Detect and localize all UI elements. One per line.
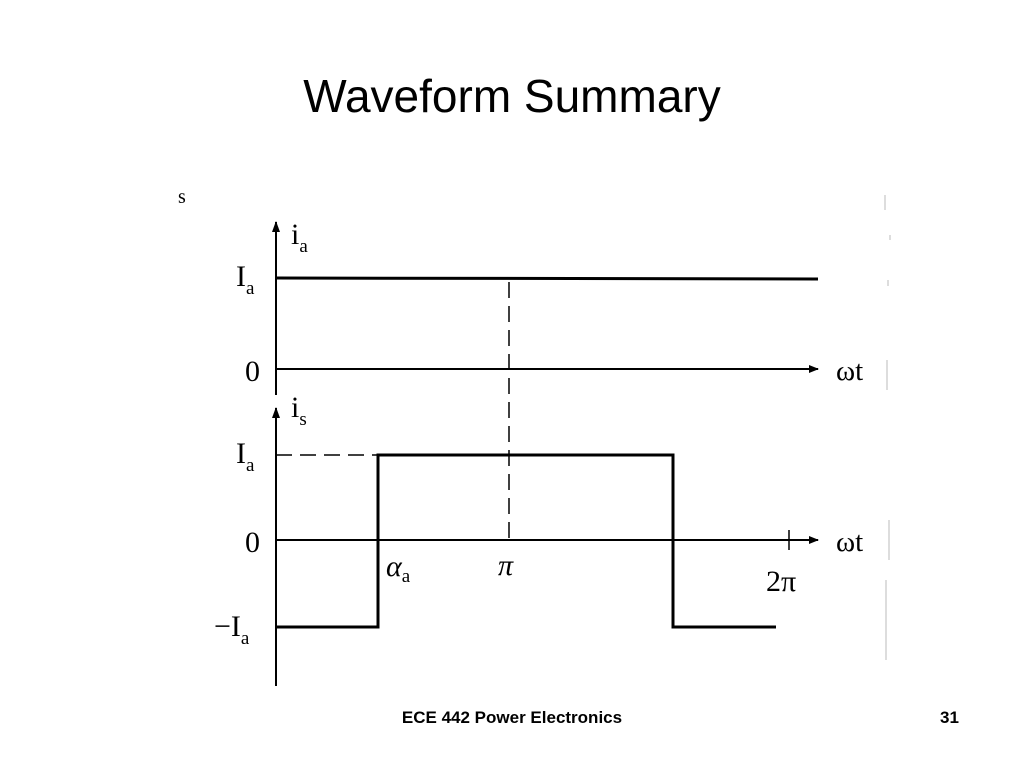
top-plot-axis-label-main: i xyxy=(291,218,299,251)
slide-title: Waveform Summary xyxy=(303,70,721,122)
bottom-plot-axis-label: is xyxy=(291,391,307,430)
bottom-plot-neg-level-sub: a xyxy=(241,628,250,649)
is-square-wave xyxy=(276,453,776,629)
bottom-plot-axis-label-main: i xyxy=(291,391,299,424)
bottom-plot-axis-label-sub: s xyxy=(299,409,306,430)
footer-text: ECE 442 Power Electronics xyxy=(401,708,623,727)
bottom-plot-pos-level-label: Ia xyxy=(236,437,255,476)
alpha-label-sub: a xyxy=(402,566,411,587)
alpha-label-main: α xyxy=(386,550,403,583)
top-plot-level-label: Ia xyxy=(236,260,255,299)
bottom-plot-pos-level-sub: a xyxy=(246,455,255,476)
top-plot-axis-label-sub: a xyxy=(299,236,308,257)
bottom-plot-neg-level-main: −I xyxy=(214,610,241,643)
bottom-plot-pos-level-main: I xyxy=(236,437,246,470)
scan-artifacts xyxy=(884,195,891,660)
page-number: 31 xyxy=(940,708,959,727)
bottom-plot-neg-level-label: −Ia xyxy=(214,610,250,649)
pi-label: π xyxy=(498,549,514,582)
top-plot-level-label-sub: a xyxy=(246,278,255,299)
top-plot-ia-level-line xyxy=(275,276,819,281)
top-plot-level-label-main: I xyxy=(236,260,246,293)
alpha-label: αa xyxy=(386,550,411,587)
bottom-plot: is Ia 0 −Ia ωt αa π 2π xyxy=(214,391,863,686)
top-plot-x-axis-label: ωt xyxy=(836,355,863,387)
top-plot-zero-label: 0 xyxy=(245,355,260,388)
two-pi-label: 2π xyxy=(766,565,796,598)
bottom-plot-zero-label: 0 xyxy=(245,526,260,559)
top-plot-axis-label: ia xyxy=(291,218,308,257)
top-plot: ia Ia 0 ωt xyxy=(236,218,863,395)
bottom-plot-x-axis-label: ωt xyxy=(836,526,863,558)
corner-mark: s xyxy=(178,186,186,208)
